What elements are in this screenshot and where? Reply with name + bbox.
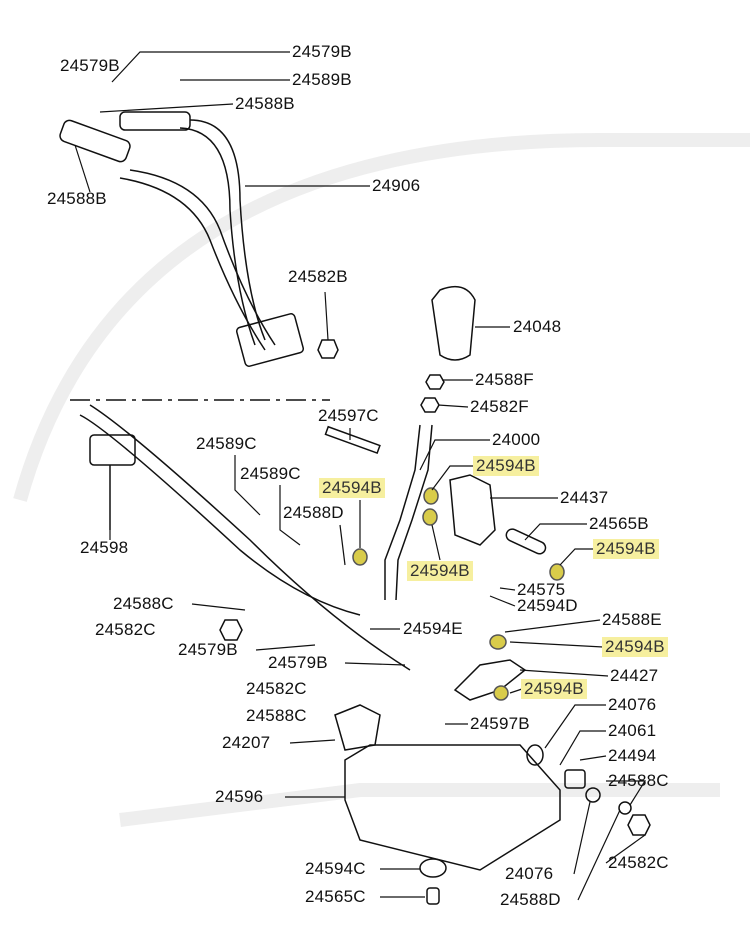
bracket-24207 bbox=[334, 704, 381, 751]
part-number-label: 24582C bbox=[95, 620, 156, 639]
part-number-label: 24589C bbox=[240, 464, 301, 483]
select-lever bbox=[453, 659, 527, 701]
part-number-label-highlighted: 24594B bbox=[593, 539, 659, 559]
part-number-label: 24906 bbox=[372, 176, 421, 195]
part-number-label: 24594C bbox=[305, 859, 366, 878]
washer bbox=[618, 801, 632, 815]
bolt bbox=[324, 425, 381, 455]
part-number-label-highlighted: 24594B bbox=[473, 456, 539, 476]
nut bbox=[420, 397, 440, 413]
part-number-label: 24588E bbox=[602, 610, 662, 629]
spring bbox=[564, 769, 586, 789]
part-number-label-highlighted: 24594B bbox=[602, 637, 668, 657]
part-number-label: 24582C bbox=[608, 853, 669, 872]
part-number-label: 24565B bbox=[589, 514, 649, 533]
part-number-label: 24597B bbox=[470, 714, 530, 733]
part-number-label: 24427 bbox=[610, 666, 659, 685]
part-number-label: 24575 bbox=[517, 580, 566, 599]
nut bbox=[627, 814, 651, 836]
part-number-label-highlighted: 24594B bbox=[521, 679, 587, 699]
part-number-label: 24582B bbox=[288, 267, 348, 286]
part-number-label: 24000 bbox=[492, 430, 541, 449]
nut bbox=[317, 339, 339, 359]
part-number-label: 24582C bbox=[246, 679, 307, 698]
part-number-label: 24597C bbox=[318, 406, 379, 425]
part-number-label: 24588B bbox=[47, 189, 107, 208]
part-number-label: 24594D bbox=[517, 596, 578, 615]
watermark-logo bbox=[13, 133, 750, 827]
shift-lever bbox=[384, 424, 433, 601]
part-number-label: 24588B bbox=[235, 94, 295, 113]
leader-lines bbox=[74, 51, 647, 901]
part-number-label: 24588C bbox=[113, 594, 174, 613]
part-number-label: 24494 bbox=[608, 746, 657, 765]
part-number-label: 24061 bbox=[608, 721, 657, 740]
part-number-label: 24588D bbox=[283, 503, 344, 522]
highlighted-bushings bbox=[352, 487, 565, 701]
part-number-label: 24207 bbox=[222, 733, 271, 752]
nut bbox=[219, 619, 243, 641]
part-number-label: 24589B bbox=[292, 70, 352, 89]
part-number-label: 24589C bbox=[196, 434, 257, 453]
part-number-label: 24579B bbox=[60, 56, 120, 75]
part-number-label: 24076 bbox=[505, 864, 554, 883]
part-number-label: 24565C bbox=[305, 887, 366, 906]
base-bracket bbox=[344, 744, 561, 871]
part-number-label: 24582F bbox=[470, 397, 529, 416]
shift-cable-assembly bbox=[59, 111, 411, 671]
part-number-label: 24588C bbox=[608, 771, 669, 790]
bushing bbox=[526, 744, 544, 766]
shift-knob bbox=[431, 285, 476, 361]
pin bbox=[505, 528, 547, 555]
part-number-label: 24579B bbox=[178, 640, 238, 659]
part-number-label: 24588F bbox=[475, 370, 534, 389]
part-number-label: 24588D bbox=[500, 890, 561, 909]
lever-bracket bbox=[449, 474, 496, 546]
part-number-label: 24048 bbox=[513, 317, 562, 336]
part-number-label-highlighted: 24594B bbox=[407, 561, 473, 581]
part-number-label: 24579B bbox=[292, 42, 352, 61]
bushing-24594c bbox=[419, 858, 447, 878]
part-number-label: 24596 bbox=[215, 787, 264, 806]
part-number-label: 24594E bbox=[403, 619, 463, 638]
washer bbox=[585, 787, 601, 803]
part-number-label: 24437 bbox=[560, 488, 609, 507]
part-number-label: 24588C bbox=[246, 706, 307, 725]
part-number-label: 24579B bbox=[268, 653, 328, 672]
part-number-label: 24598 bbox=[80, 538, 129, 557]
nut bbox=[425, 374, 445, 390]
pin-24565c bbox=[426, 887, 440, 905]
part-number-label-highlighted: 24594B bbox=[319, 478, 385, 498]
part-number-label: 24076 bbox=[608, 695, 657, 714]
